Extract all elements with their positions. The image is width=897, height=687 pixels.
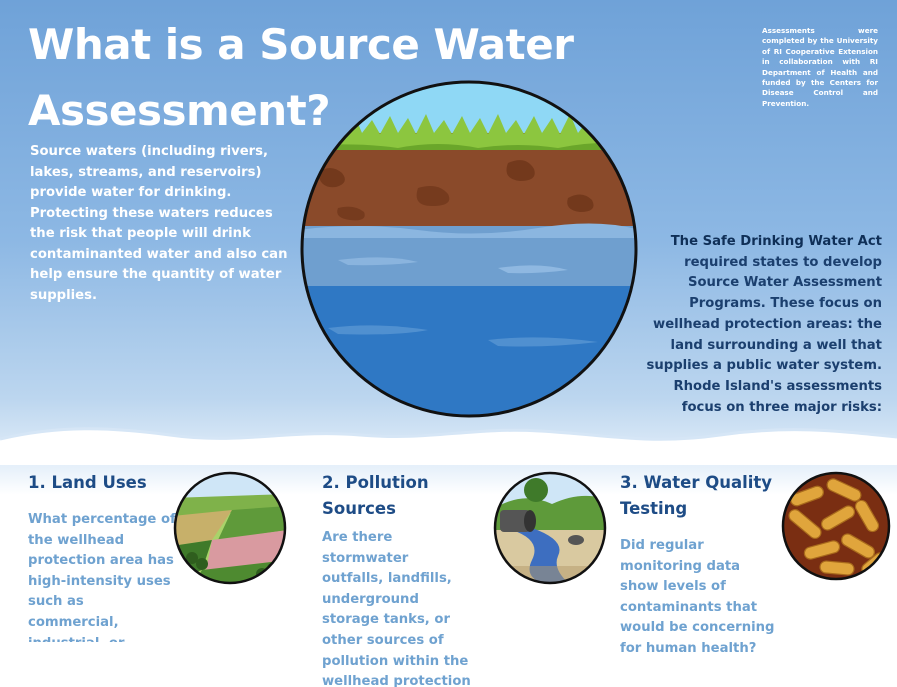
section-body: Are there stormwater outfalls, landfills… <box>322 530 471 687</box>
section-heading: 2. Pollution Sources <box>322 473 429 518</box>
wave-divider <box>0 427 897 465</box>
section-land-uses: 1. Land Uses What percentage of the well… <box>28 470 178 642</box>
section-heading: 1. Land Uses <box>28 473 147 492</box>
intro-paragraph: Source waters (including rivers, lakes, … <box>30 144 288 303</box>
farmland-icon <box>173 471 287 585</box>
bacteria-icon <box>781 471 891 581</box>
sdwa-body: required states to develop Source Water … <box>646 254 882 415</box>
outfall-pipe-icon <box>493 471 607 585</box>
section-heading: 3. Water Quality Testing <box>620 473 773 518</box>
section-pollution-sources: 2. Pollution Sources Are there stormwate… <box>322 470 502 687</box>
sdwa-lead: The Safe Drinking Water Act <box>670 234 882 249</box>
section-body: Did regular monitoring data show levels … <box>620 538 775 656</box>
credit-note: Assessments were completed by the Univer… <box>762 26 878 108</box>
page-title: What is a Source Water Assessment? <box>28 20 574 135</box>
section-water-quality: 3. Water Quality Testing Did regular mon… <box>620 470 780 660</box>
section-body: What percentage of the wellhead protecti… <box>28 512 176 642</box>
aquifer-cross-section-illustration <box>300 80 638 418</box>
sdwa-paragraph: The Safe Drinking Water Act required sta… <box>640 232 882 418</box>
